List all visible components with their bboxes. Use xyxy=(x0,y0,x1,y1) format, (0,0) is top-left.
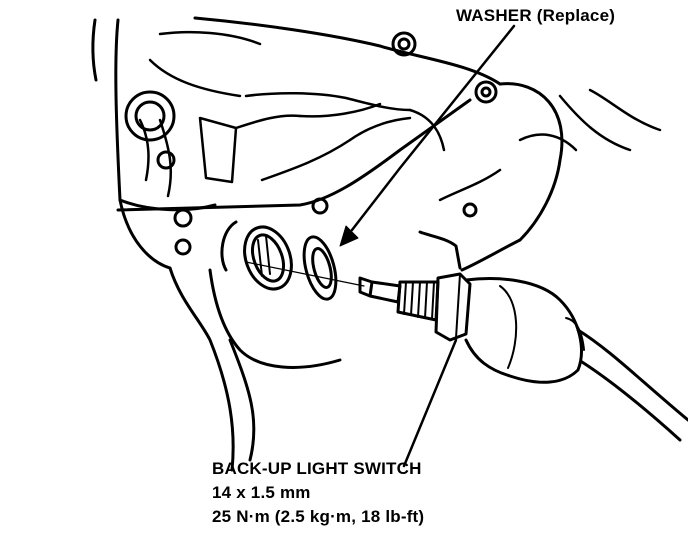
switch-torque-spec: 25 N·m (2.5 kg·m, 18 lb-ft) xyxy=(212,507,425,526)
leader-lines xyxy=(350,24,516,468)
back-up-light-switch xyxy=(358,272,688,442)
switch-port xyxy=(220,220,293,291)
switch-name: BACK-UP LIGHT SWITCH xyxy=(212,459,422,478)
washer-note: (Replace) xyxy=(536,6,616,25)
washer-name: WASHER xyxy=(456,6,532,25)
washer-label: WASHER (Replace) xyxy=(456,6,615,26)
switch-thread-size: 14 x 1.5 mm xyxy=(212,483,311,502)
case-ribs xyxy=(138,30,662,202)
switch-label-block: BACK-UP LIGHT SWITCH 14 x 1.5 mm 25 N·m … xyxy=(212,457,424,529)
case-bolt-holes xyxy=(124,31,498,256)
assembly-axis xyxy=(245,261,365,287)
washer xyxy=(302,235,338,301)
washer-arrowhead xyxy=(339,225,359,247)
transmission-case xyxy=(91,16,564,472)
